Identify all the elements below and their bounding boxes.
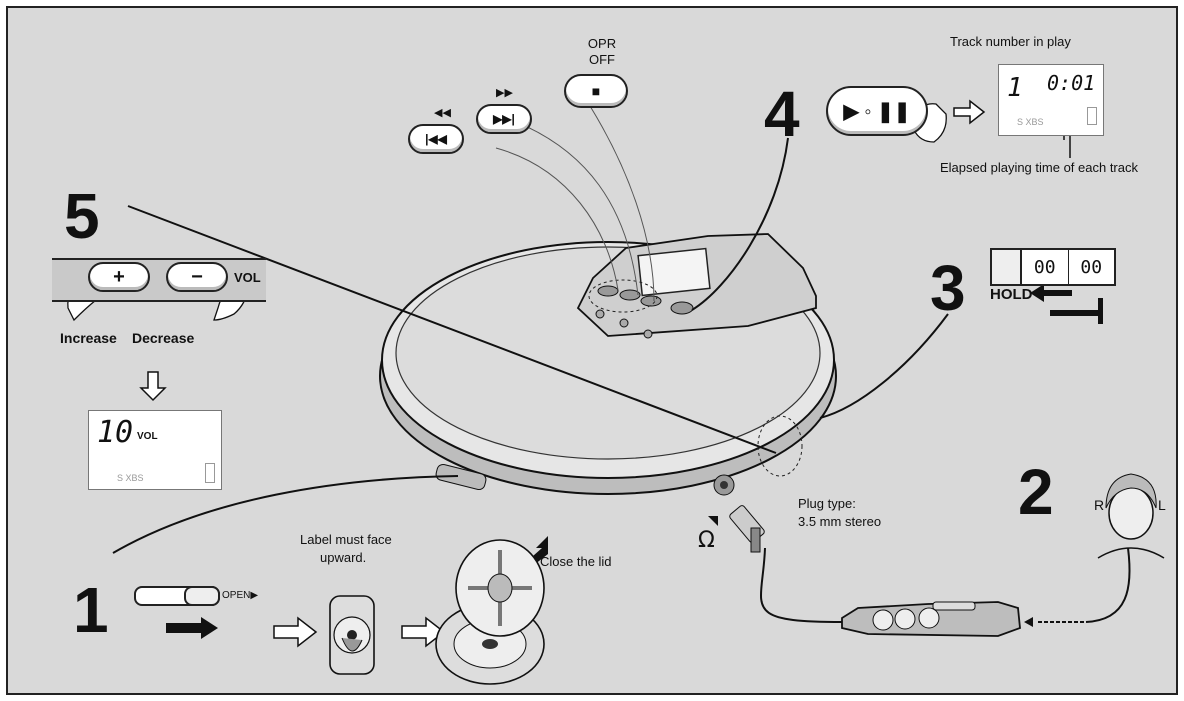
- diagram-frame: 1 2 3 4 5 OPR OFF ■ ◀◀ ▶▶ |◀◀ ▶▶| ▶ ◦ ❚❚…: [6, 6, 1178, 695]
- volume-display: 10 VOL S XBS: [88, 410, 222, 490]
- volume-panel: [52, 258, 266, 302]
- hold-segment: 00: [1080, 256, 1103, 278]
- open-label: OPEN▶: [222, 590, 259, 601]
- off-label: OFF: [589, 52, 615, 67]
- volume-value: 10: [97, 415, 134, 450]
- volume-down-button[interactable]: −: [166, 262, 228, 292]
- open-switch[interactable]: [134, 586, 220, 606]
- headphone-cable: [729, 505, 1131, 627]
- rewind-arrows-icon: ◀◀: [434, 107, 451, 119]
- minus-icon: −: [191, 265, 203, 288]
- plug-spec-label: 3.5 mm stereo: [798, 514, 882, 529]
- hold-segment: 00: [1022, 250, 1069, 284]
- label-face-note: Label must face: [300, 532, 392, 547]
- volume-unit: VOL: [137, 431, 158, 442]
- track-number: 1: [1007, 73, 1023, 103]
- label-face-note-2: upward.: [320, 550, 367, 565]
- fastforward-arrows-icon: ▶▶: [496, 87, 513, 99]
- track-number-label: Track number in play: [950, 34, 1071, 49]
- battery-icon: [205, 463, 215, 483]
- hold-label: HOLD: [990, 286, 1033, 303]
- plug-type-label: Plug type:: [798, 496, 856, 511]
- elapsed-time-label: Elapsed playing time of each track: [940, 160, 1138, 175]
- next-track-button[interactable]: ▶▶|: [476, 104, 532, 134]
- disc-illustrations: [329, 539, 545, 685]
- play-pause-button[interactable]: ▶ ◦ ❚❚: [826, 86, 928, 136]
- listener-head: [1097, 473, 1165, 559]
- leader-lines: [112, 137, 949, 554]
- sxbs-indicator: S XBS: [117, 473, 144, 483]
- remote-control: [841, 601, 1021, 637]
- left-ear-label: L: [1158, 497, 1166, 513]
- increase-label: Increase: [60, 330, 117, 346]
- sxbs-indicator: S XBS: [1017, 117, 1044, 127]
- step-5: 5: [64, 180, 100, 252]
- vol-label: VOL: [234, 270, 261, 285]
- track-display: 1 0:01 S XBS: [998, 64, 1104, 136]
- elapsed-time: 0:01: [1047, 71, 1096, 95]
- diagram-drawing: [67, 84, 1165, 685]
- step-1: 1: [73, 574, 109, 646]
- right-ear-label: R: [1094, 497, 1105, 513]
- hold-switch[interactable]: 00 00: [990, 248, 1116, 286]
- prev-track-button[interactable]: |◀◀: [408, 124, 464, 154]
- cd-player-body: [379, 233, 837, 496]
- plus-icon: +: [113, 265, 125, 288]
- step-2: 2: [1018, 456, 1054, 528]
- next-track-icon: ▶▶|: [493, 112, 515, 126]
- stop-icon: ■: [591, 83, 601, 99]
- battery-icon: [1087, 107, 1097, 125]
- decrease-label: Decrease: [132, 330, 195, 346]
- play-pause-icon: ▶ ◦ ❚❚: [843, 100, 911, 123]
- volume-up-button[interactable]: +: [88, 262, 150, 292]
- close-lid-note: Close the lid: [540, 554, 612, 569]
- headphone-icon: Ω: [698, 528, 715, 553]
- step-4: 4: [764, 78, 800, 150]
- prev-track-icon: |◀◀: [425, 132, 447, 146]
- opr-label: OPR: [587, 36, 617, 51]
- open-arrows: [139, 99, 986, 648]
- step-3: 3: [930, 252, 966, 324]
- stop-button[interactable]: ■: [564, 74, 628, 108]
